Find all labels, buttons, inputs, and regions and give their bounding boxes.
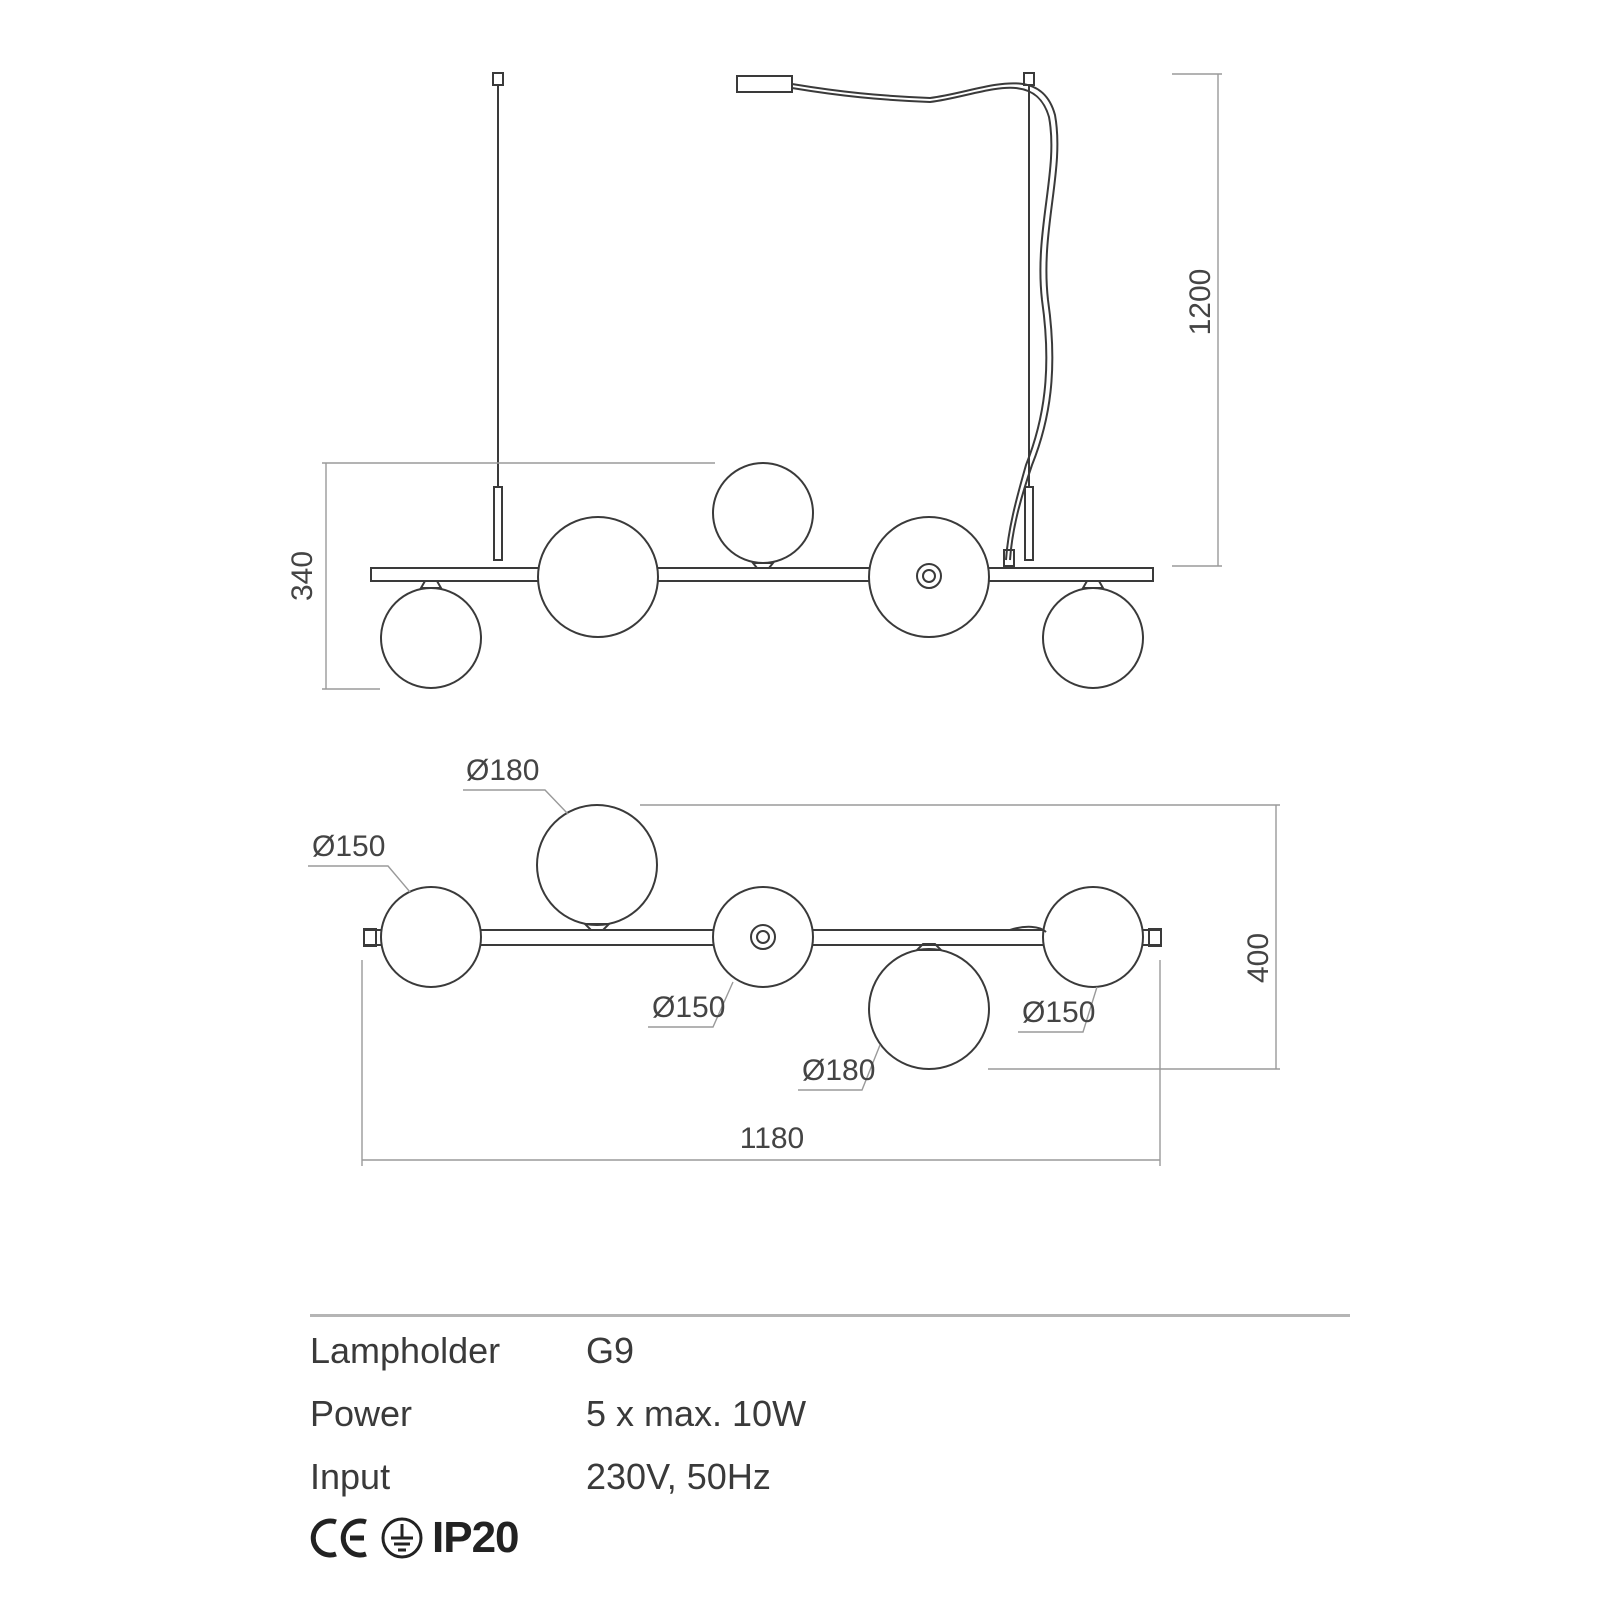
ip-rating-mark: IP20 (432, 1513, 520, 1562)
spec-divider (310, 1314, 1350, 1317)
power-cable (791, 82, 1059, 561)
plan-globe-mid (712, 886, 814, 988)
power-cable-inner (791, 86, 1053, 561)
right-suspension-rod (1024, 486, 1034, 561)
plan-bar-end-right (1148, 928, 1162, 947)
plan-globe-top (536, 804, 658, 926)
canopy-box (736, 75, 793, 93)
callout-globe-large-2: Ø180 (802, 1054, 875, 1087)
dim-body-height: 340 (286, 551, 319, 601)
left-ceiling-anchor (492, 72, 504, 86)
plan-holder-bottom (914, 943, 944, 951)
cable-entry (1003, 549, 1015, 567)
plan-globe-right (1042, 886, 1144, 988)
right-ceiling-anchor (1023, 72, 1035, 86)
earth-ground-icon (381, 1517, 423, 1559)
globe-large-right (868, 516, 990, 638)
holder-front-center-inner (922, 569, 936, 583)
certification-marks: IP20 (310, 1510, 520, 1566)
holder-bottom-left (419, 580, 443, 589)
callout-globe-small-mid: Ø150 (652, 991, 725, 1024)
spec-label-power: Power (310, 1393, 413, 1434)
plan-globe-bottom (868, 948, 990, 1070)
dim-total-width: 1180 (740, 1122, 805, 1155)
spec-value-input: 230V, 50Hz (586, 1456, 771, 1497)
spec-label-lampholder: Lampholder (310, 1330, 501, 1371)
globe-bottom-right (1042, 587, 1144, 689)
dim-suspension-height: 1200 (1184, 269, 1217, 336)
spec-value-lampholder: G9 (586, 1330, 635, 1371)
globe-top-center (712, 462, 814, 564)
holder-front-center (916, 563, 942, 589)
callout-globe-small-right: Ø150 (1022, 996, 1095, 1029)
callout-globe-small-left: Ø150 (312, 830, 385, 863)
plan-globe-left (380, 886, 482, 988)
globe-large-left (537, 516, 659, 638)
main-bar (370, 567, 1154, 582)
plan-bar-end-left (363, 928, 377, 947)
holder-bottom-right (1081, 580, 1105, 589)
spec-label-input: Input (310, 1456, 391, 1497)
plan-view: Ø180 Ø150 Ø150 Ø150 Ø180 400 1180 (308, 754, 1280, 1166)
side-view: 1200 340 (286, 72, 1222, 690)
spec-value-power: 5 x max. 10W (586, 1393, 807, 1434)
dim-depth: 400 (1242, 933, 1275, 983)
left-suspension-rod (493, 486, 503, 561)
globe-bottom-left (380, 587, 482, 689)
callout-globe-large-1: Ø180 (466, 754, 539, 787)
ce-mark-icon (310, 1518, 367, 1558)
